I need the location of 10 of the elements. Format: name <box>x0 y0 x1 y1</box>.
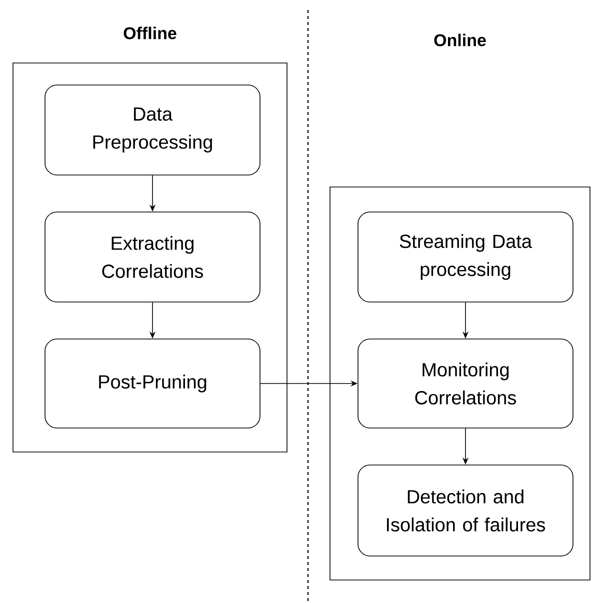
column-heading: Offline <box>124 26 176 40</box>
group-panel <box>330 186 590 580</box>
column-heading: Online <box>434 34 486 46</box>
process-box: Monitoring Correlations <box>358 338 574 428</box>
process-box: Extracting Correlations <box>44 212 260 302</box>
process-box: Detection and Isolation of failures <box>358 464 574 556</box>
group-panel <box>12 62 288 452</box>
process-box: Data Preprocessing <box>44 84 260 176</box>
process-box: Post-Pruning <box>44 338 260 428</box>
process-box: Streaming Data processing <box>358 212 574 302</box>
